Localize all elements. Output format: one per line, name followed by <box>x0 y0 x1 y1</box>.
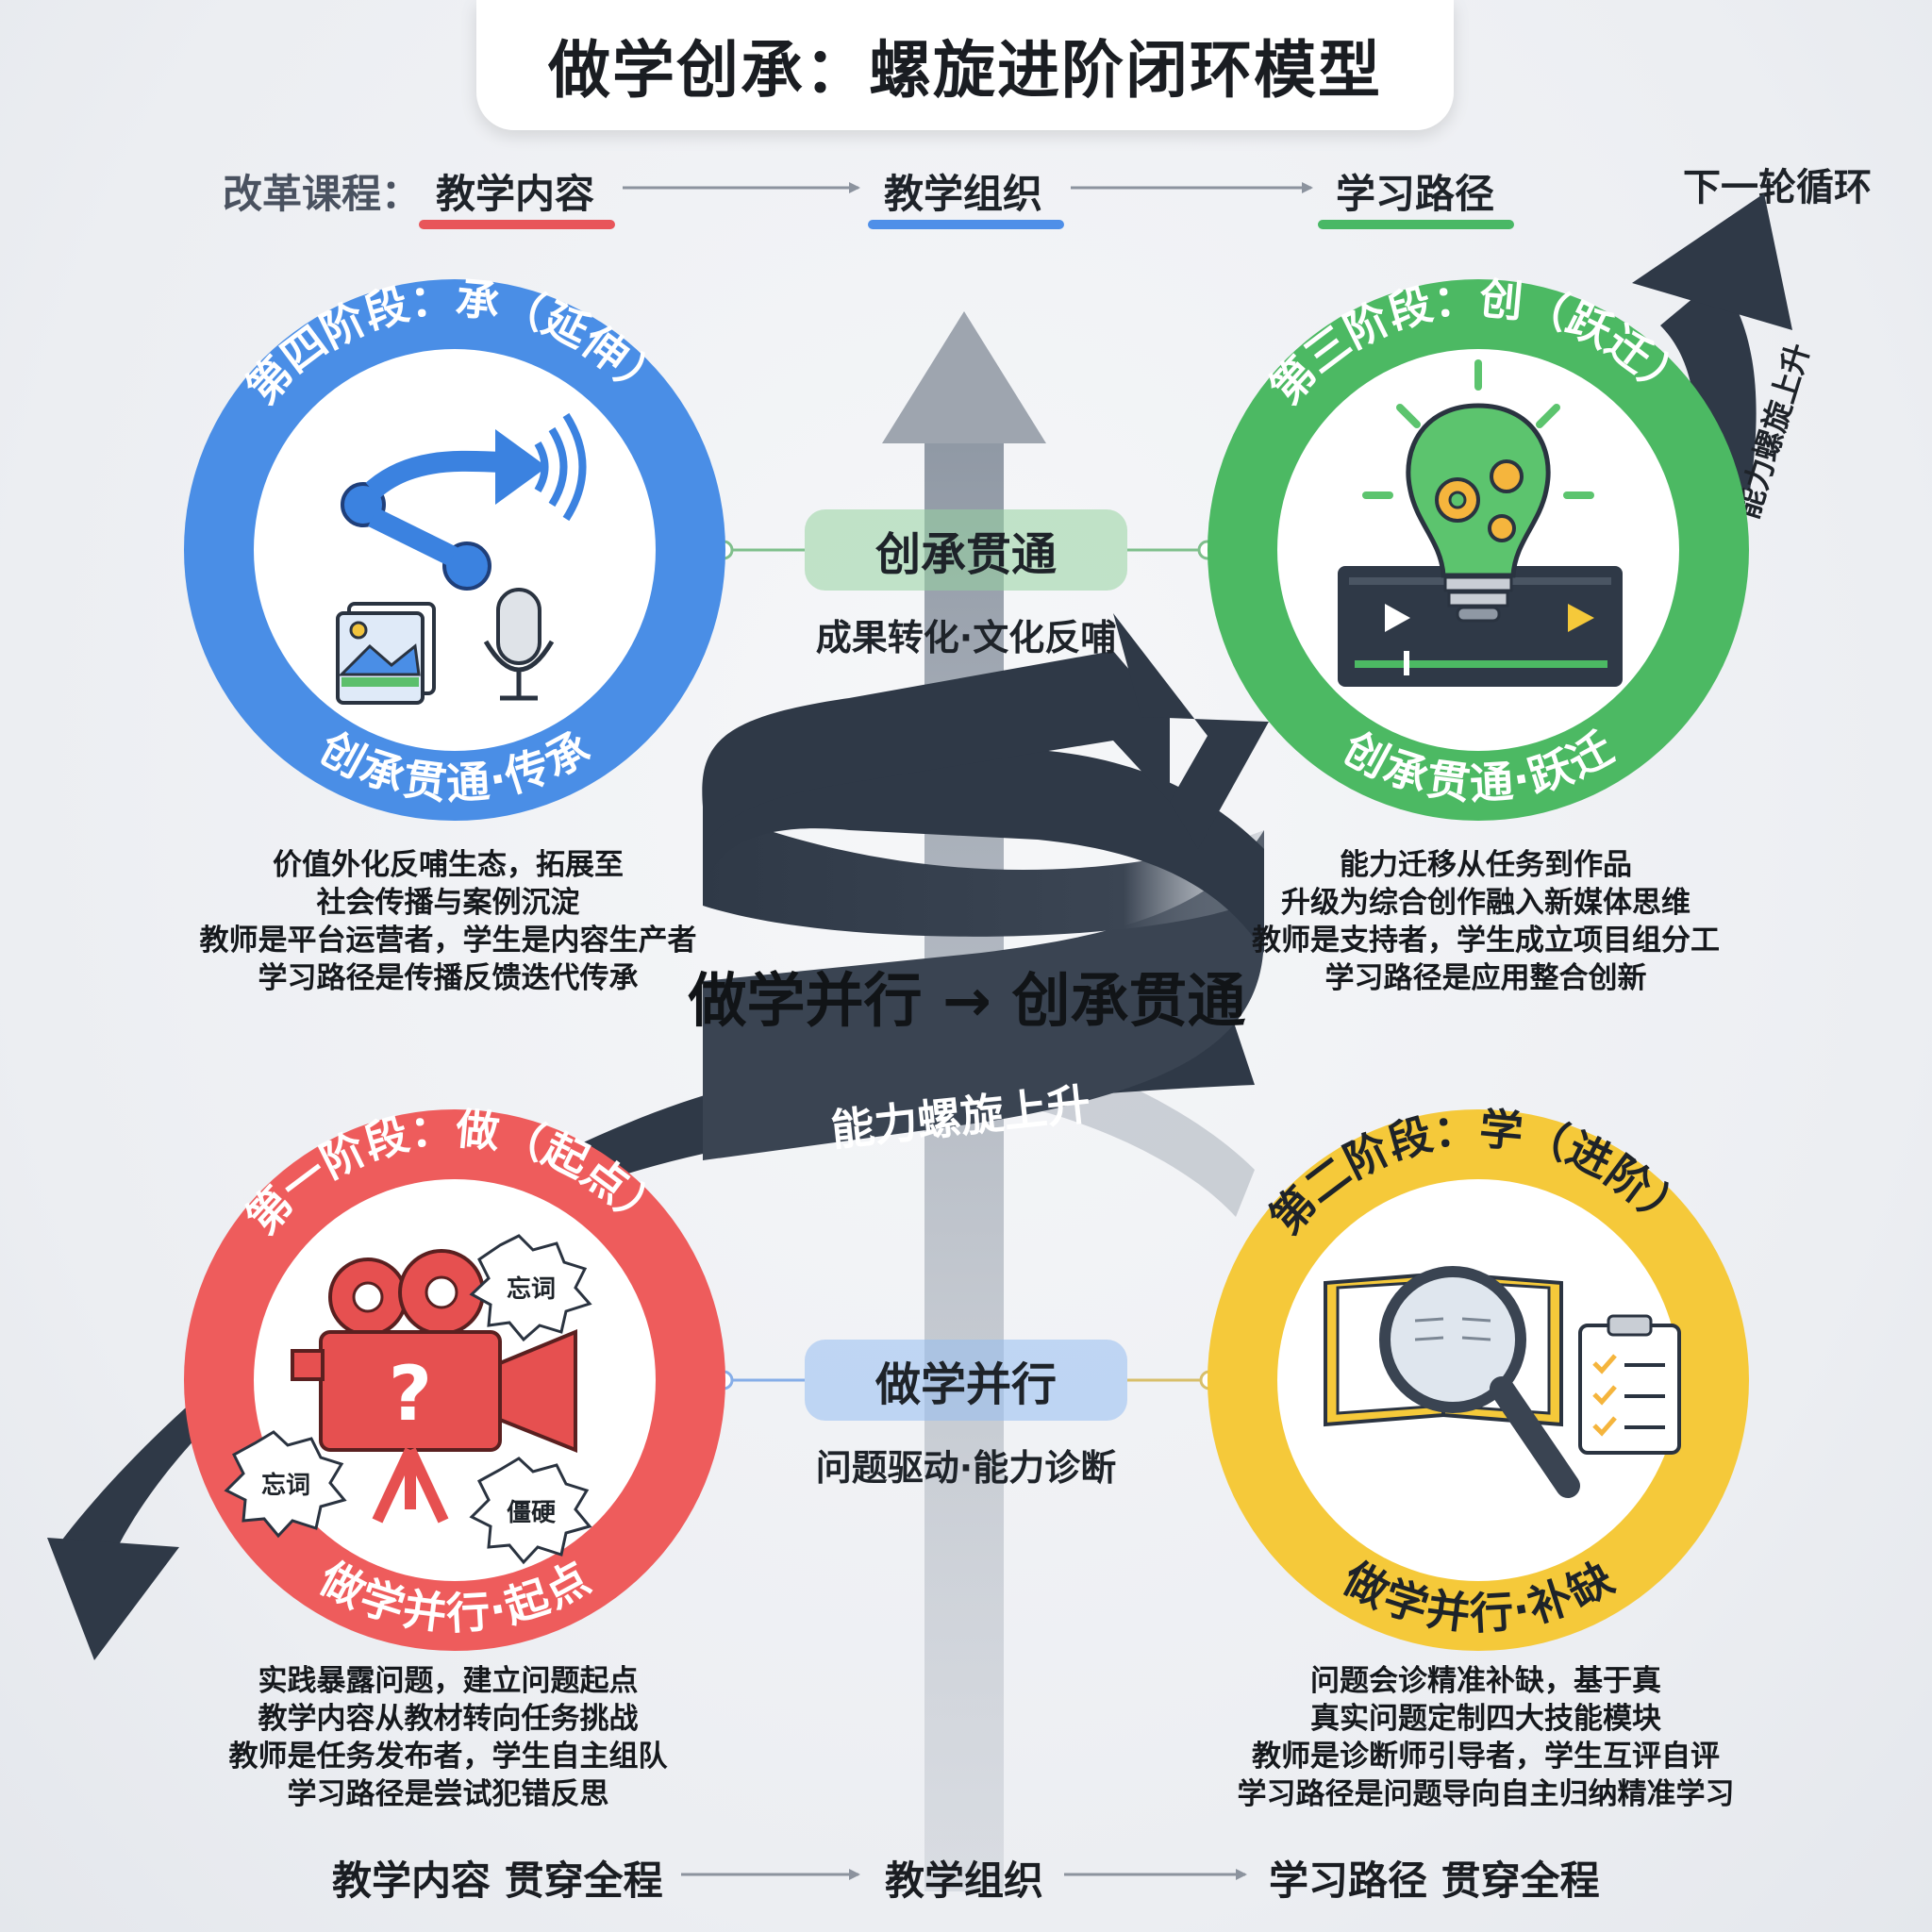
magnifier-book-icon <box>1379 1266 1580 1498</box>
page-title: 做学创承：螺旋进阶闭环模型 <box>548 34 1382 107</box>
stage1-desc-line: 实践暴露问题，建立问题起点 <box>258 1664 639 1698</box>
header-underline-green <box>1318 220 1514 229</box>
image-stack-icon <box>336 602 436 705</box>
footer-item-organization: 教学组织 <box>885 1857 1044 1904</box>
stage1-description: 实践暴露问题，建立问题起点 教学内容从教材转向任务挑战 教师是任务发布者，学生自… <box>142 1662 755 1813</box>
stage1-desc-line: 教师是任务发布者，学生自主组队 <box>228 1740 668 1774</box>
svg-text:?: ? <box>389 1350 432 1438</box>
header-underline-red <box>419 220 615 229</box>
stage1-desc-line: 学习路径是尝试犯错反思 <box>287 1777 609 1811</box>
speech-bubble-forget-top: 忘词 <box>469 1234 592 1342</box>
stage2-desc-line: 学习路径是问题导向自主归纳精准学习 <box>1237 1777 1735 1811</box>
next-cycle-arrow: 能力螺旋上升 <box>1632 193 1817 523</box>
stage4-description: 价值外化反哺生态，拓展至 社会传播与案例沉淀 教师是平台运营者，学生是内容生产者… <box>142 846 755 997</box>
header-item-teaching-content: 教学内容 <box>436 171 595 217</box>
spiral-ribbon: 能力螺旋上升 <box>47 613 1269 1660</box>
stage2-circle: 第二阶段：学（进阶） 做学并行·补缺 <box>1208 1103 1749 1651</box>
stage4-desc-line: 学习路径是传播反馈迭代传承 <box>258 961 639 995</box>
stage2-desc-line: 问题会诊精准补缺，基于真 <box>1310 1664 1661 1698</box>
speech-bubble-forget-left: 忘词 <box>224 1430 347 1539</box>
stage1-circle: 第一阶段：做（起点） 做学并行·起点 ? 忘词 忘词 僵硬 <box>184 1103 725 1651</box>
title-card: 做学创承：螺旋进阶闭环模型 <box>476 0 1454 130</box>
stage4-desc-line: 社会传播与案例沉淀 <box>316 886 580 920</box>
bubble-forget-1: 忘词 <box>507 1274 556 1304</box>
stage3-desc-line: 能力迁移从任务到作品 <box>1340 848 1632 882</box>
stage3-desc-line: 学习路径是应用整合创新 <box>1324 961 1647 995</box>
top-center-pill: 创承贯通 <box>805 509 1127 591</box>
header-label: 改革课程： <box>223 171 422 217</box>
video-camera-icon: ? <box>291 1249 577 1524</box>
stage2-description: 问题会诊精准补缺，基于真 真实问题定制四大技能模块 教师是诊断师引导者，学生互评… <box>1179 1662 1792 1813</box>
stage4-desc-line: 教师是平台运营者，学生是内容生产者 <box>199 924 697 958</box>
top-center-subtitle: 成果转化·文化反哺 <box>815 617 1117 658</box>
stage3-desc-line: 升级为综合创作融入新媒体思维 <box>1281 886 1690 920</box>
header-item-teaching-organization: 教学组织 <box>884 171 1043 217</box>
bottom-center-pill: 做学并行 <box>805 1340 1127 1421</box>
stage4-circle: 第四阶段：承（延伸） 创承贯通·传承 <box>184 273 725 821</box>
header-item-learning-path: 学习路径 <box>1336 171 1495 217</box>
spiral-arrowhead-top <box>1113 613 1269 849</box>
speech-bubble-stiff: 僵硬 <box>469 1457 592 1565</box>
spiral-arrowhead-bottom-left <box>47 1538 179 1660</box>
bubble-stiff: 僵硬 <box>507 1499 557 1527</box>
lightbulb-gears-icon <box>1362 359 1594 623</box>
stage3-desc-line: 教师是支持者，学生成立项目组分工 <box>1252 924 1720 958</box>
stage3-description: 能力迁移从任务到作品 升级为综合创作融入新媒体思维 教师是支持者，学生成立项目组… <box>1179 846 1792 997</box>
stage1-desc-line: 教学内容从教材转向任务挑战 <box>258 1702 639 1736</box>
footer-item-path: 学习路径 贯穿全程 <box>1269 1857 1600 1904</box>
share-broadcast-icon <box>341 412 587 591</box>
checklist-clipboard-icon <box>1578 1314 1681 1455</box>
footer-item-content: 教学内容 贯穿全程 <box>332 1857 663 1904</box>
middle-title: 做学并行 → 创承贯通 <box>688 966 1246 1035</box>
stage2-desc-line: 真实问题定制四大技能模块 <box>1310 1702 1661 1736</box>
next-cycle-label: 下一轮循环 <box>1683 166 1872 209</box>
microphone-icon <box>483 588 555 701</box>
header-underline-blue <box>868 220 1064 229</box>
bubble-forget-2: 忘词 <box>261 1471 310 1500</box>
stage2-desc-line: 教师是诊断师引导者，学生互评自评 <box>1252 1740 1720 1774</box>
stage4-desc-line: 价值外化反哺生态，拓展至 <box>273 848 624 882</box>
stage3-circle: 第三阶段：创（跃迁） 创承贯通·跃迁 <box>1208 273 1749 821</box>
bottom-center-subtitle: 问题驱动·能力诊断 <box>815 1447 1117 1489</box>
